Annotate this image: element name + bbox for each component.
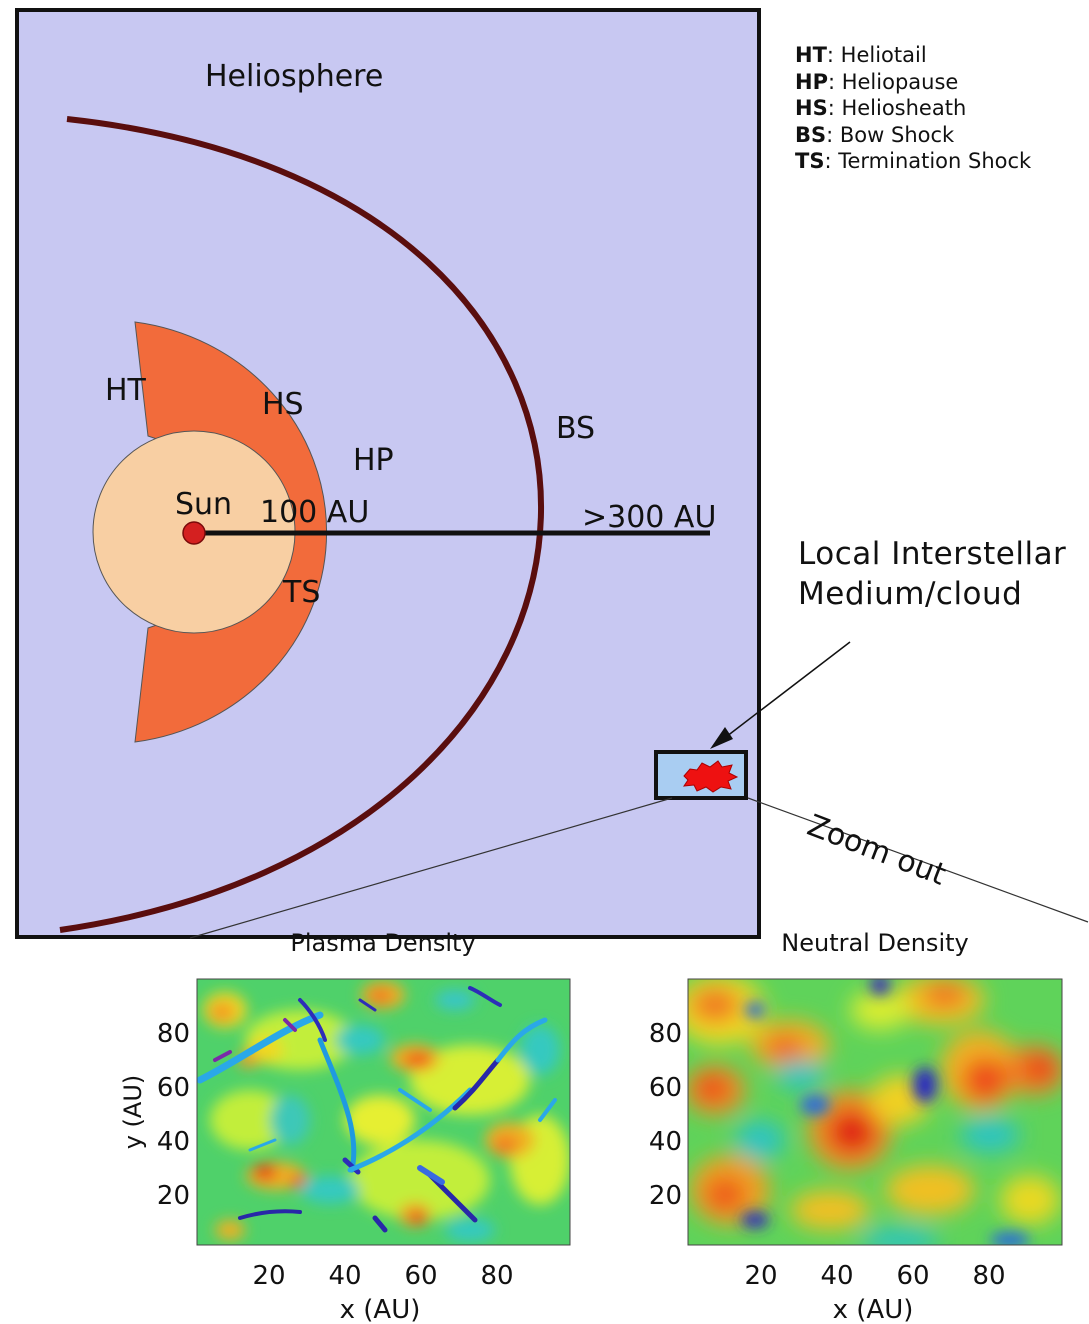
neutral-xtick-40: 40 [820,1261,853,1291]
plasma-xtick-40: 40 [328,1261,361,1291]
zoom-line-left [189,797,673,939]
legend-item-bs: BS: Bow Shock [795,122,955,147]
lism-line-1: Local Interstellar [798,536,1067,572]
plasma-ytick-40: 40 [157,1127,190,1157]
neutral-ytick-20: 20 [649,1181,682,1211]
neutral-xtick-80: 80 [972,1261,1005,1291]
lism-line-2: Medium/cloud [798,576,1023,612]
neutral-ytick-40: 40 [649,1127,682,1157]
pointer-arrowhead [710,727,733,749]
legend-item-hs: HS: Heliosheath [795,96,967,120]
label-bs: BS [556,411,595,446]
plasma-xtick-80: 80 [480,1261,513,1291]
local-interstellar-medium-label: Local Interstellar Medium/cloud [798,534,1066,614]
neutral-ytick-80: 80 [649,1019,682,1049]
plasma-plot-frame [196,978,571,1246]
label-sun: Sun [175,487,232,522]
bow-shock-curve [59,116,544,933]
zoom-line-right [747,797,1089,923]
sun-marker [182,521,206,545]
label-300au: >300 AU [582,500,716,535]
heliosphere-title: Heliosphere [205,59,383,94]
neutral-xtick-20: 20 [744,1261,777,1291]
label-100au: 100 AU [260,495,369,530]
label-ts: TS [282,575,320,610]
label-ht: HT [105,373,147,408]
plasma-density-title: Plasma Density [290,929,475,957]
plasma-xlabel: x (AU) [340,1295,421,1324]
plasma-ytick-60: 60 [157,1073,190,1103]
neutral-density-title: Neutral Density [781,929,968,957]
label-hs: HS [262,387,304,422]
pointer-line [721,641,851,741]
legend-item-ht: HT: Heliotail [795,43,927,67]
legend-item-hp: HP: Heliopause [795,69,959,94]
plasma-ylabel: y (AU) [119,1075,147,1150]
neutral-xlabel: x (AU) [833,1295,914,1324]
cloud-blob [682,760,739,793]
neutral-xtick-60: 60 [896,1261,929,1291]
neutral-plot-frame [687,978,1063,1246]
legend: HT: Heliotail HP: Heliopause HS: Heliosh… [795,42,1031,175]
plasma-xtick-20: 20 [252,1261,285,1291]
plasma-density-heatmap [197,979,570,1245]
neutral-ytick-60: 60 [649,1073,682,1103]
plasma-ytick-80: 80 [157,1019,190,1049]
plasma-xtick-60: 60 [404,1261,437,1291]
neutral-density-heatmap [688,979,1062,1245]
legend-item-ts: TS: Termination Shock [795,149,1032,173]
label-hp: HP [353,443,394,478]
plasma-ytick-20: 20 [157,1181,190,1211]
